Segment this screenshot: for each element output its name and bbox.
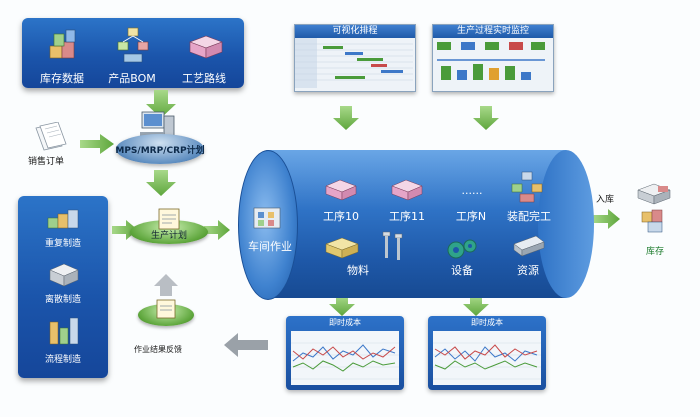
operation-n-label: 工序N [455,210,487,223]
operation-10-icon [325,179,357,201]
sales-order-node[interactable]: 销售订单 [24,122,80,170]
stock-node[interactable]: 库存 [624,180,688,262]
arrow-workshop-to-cost1 [329,296,355,316]
repetitive-manufacturing-icon [47,209,79,229]
cost-chart-2-plot [433,331,541,385]
arrow-workshop-to-stock [592,209,620,229]
visual-scheduling-title: 可视化排程 [295,25,415,38]
cylinder-body [266,150,566,298]
arrow-feedback-up [154,274,178,296]
gantt-chart-graphic [295,38,413,88]
inventory-data-label: 库存数据 [40,72,84,85]
operation-11-icon [391,179,423,201]
discrete-manufacturing-label: 离散制造 [44,295,81,305]
document-icon [35,122,67,151]
process-route-item[interactable]: 工艺路线 [172,24,236,85]
cost-chart-1-plot [291,331,399,385]
feedback-node[interactable]: 作业结果反馈 [128,296,224,360]
repetitive-manufacturing-label: 重复制造 [44,239,81,249]
equipment-label: 设备 [451,264,473,277]
process-manufacturing-label: 流程制造 [44,355,81,365]
arrow-order-to-mps [80,134,114,154]
report-icon [156,299,176,319]
feedback-label: 作业结果反馈 [134,345,182,354]
arrow-plan-to-workshop [204,220,230,240]
product-bom-icon [117,27,149,63]
sales-order-label: 销售订单 [28,157,65,167]
cost-chart-1[interactable]: 即时成本 [286,316,404,390]
inventory-data-item[interactable]: 库存数据 [32,24,92,85]
arrow-schedule-to-workshop [333,106,359,130]
product-bom-item[interactable]: 产品BOM [100,24,164,85]
arrow-cost-to-feedback [224,333,268,357]
process-route-label: 工艺路线 [182,72,226,85]
assembly-complete-label: 装配完工 [507,210,551,223]
production-plan-label: 生产计划 [150,231,187,241]
inbound-label: 入库 [596,195,615,205]
gears-icon [447,239,477,259]
operation-ellipsis: ...... [461,184,483,197]
arrow-workshop-to-cost2 [463,296,489,316]
mps-ellipse [116,134,204,164]
cost-chart-1-lines [291,342,399,380]
workshop-cylinder: 车间作业 工序10 工序11 ...... 工序N 装配完工 物料 设备 [238,150,594,300]
workshop-building-icon [253,207,281,229]
workshop-title: 车间作业 [248,240,292,253]
material-icon [325,237,359,259]
operation-10-label: 工序10 [323,210,359,223]
realtime-monitor-screen[interactable]: 生产过程实时监控 [432,24,554,92]
repetitive-manufacturing-item[interactable]: 重复制造 [24,202,102,254]
arrow-monitor-to-workshop [473,106,499,130]
product-bom-label: 产品BOM [108,72,156,85]
data-source-panel: 库存数据 产品BOM 工艺路线 [22,18,244,88]
assembly-complete-icon [511,171,543,203]
arrow-panel-to-mps [146,90,176,118]
monitor-flow-graphic [437,42,545,80]
material-label: 物料 [347,264,369,277]
clipboard-icon [158,208,180,230]
resource-label: 资源 [517,264,539,277]
visual-scheduling-screen[interactable]: 可视化排程 [294,24,416,92]
arrow-mps-to-plan [146,170,176,196]
inventory-boxes-icon [49,29,76,59]
production-plan-node[interactable]: 生产计划 [130,206,208,250]
manufacturing-type-panel: 重复制造 离散制造 流程制造 [18,196,108,378]
realtime-monitor-title: 生产过程实时监控 [433,25,553,38]
cylinder-right-cap [538,150,594,298]
mps-node[interactable]: MPS/MRP/CRP计划 [112,108,208,172]
process-manufacturing-item[interactable]: 流程制造 [24,314,102,370]
operation-11-label: 工序11 [389,210,425,223]
cost-chart-1-title: 即时成本 [329,318,361,327]
discrete-manufacturing-icon [49,263,79,287]
stock-boxes-icon [637,183,671,233]
cost-chart-2-lines [433,342,541,380]
bolts-icon [382,231,403,260]
process-manufacturing-icon [49,317,79,345]
cost-chart-2[interactable]: 即时成本 [428,316,546,390]
resource-icon [513,235,545,257]
mps-label: MPS/MRP/CRP计划 [115,146,205,156]
cost-chart-2-title: 即时成本 [471,318,503,327]
stock-label: 库存 [646,247,665,257]
process-route-icon [189,35,223,59]
discrete-manufacturing-item[interactable]: 离散制造 [24,258,102,310]
